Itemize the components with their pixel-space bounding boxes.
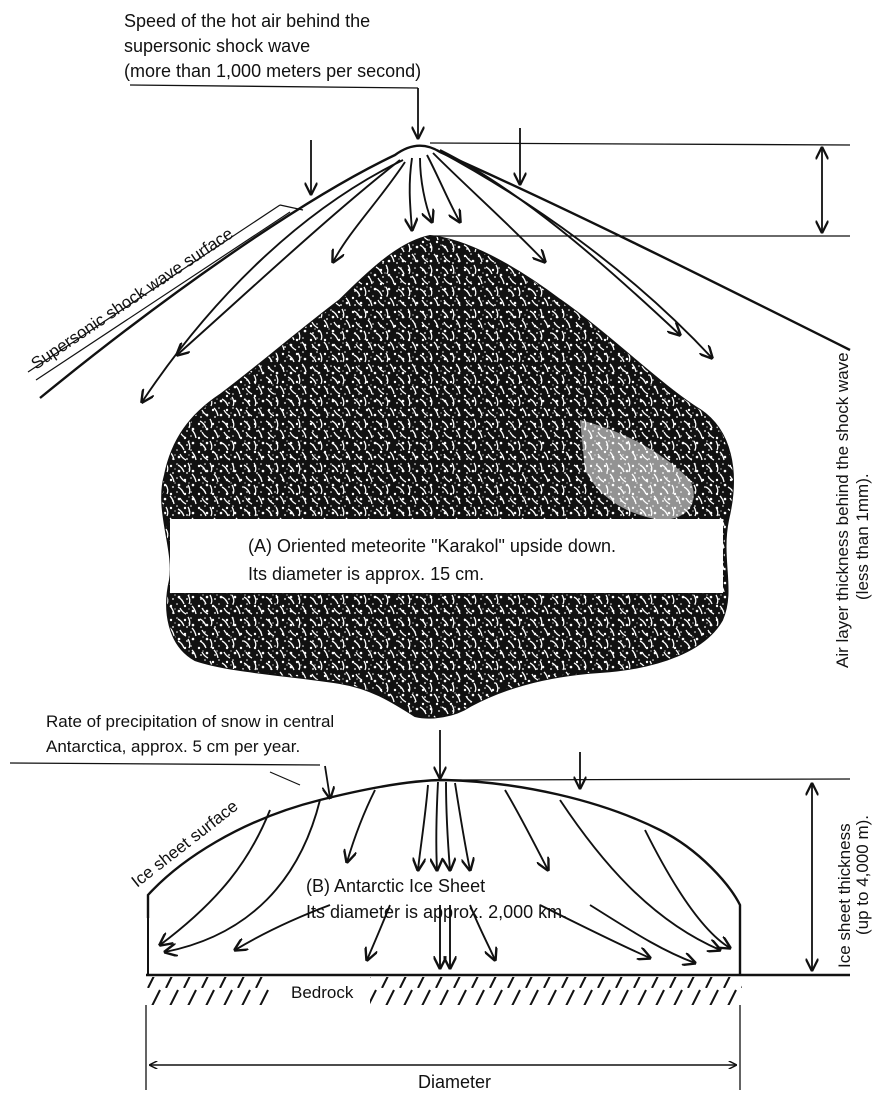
speed-leader-line	[130, 85, 418, 88]
ice-surface-leader	[270, 772, 300, 785]
diameter-label: Diameter	[418, 1072, 491, 1092]
speed-label-line2: supersonic shock wave	[124, 36, 310, 56]
meteorite-label-line1: (A) Oriented meteorite "Karakol" upside …	[248, 536, 616, 556]
ice-top-line	[445, 779, 850, 780]
ice-thickness-label-line1: Ice sheet thickness	[835, 823, 854, 968]
shock-surface-label: Supersonic shock wave surface	[28, 224, 237, 373]
air-layer-top-line	[430, 143, 850, 145]
ice-flow-arrows	[160, 782, 730, 968]
snow-arrow-left	[325, 766, 330, 798]
ice-surface-label: Ice sheet surface	[128, 796, 242, 891]
speed-label-line1: Speed of the hot air behind the	[124, 11, 370, 31]
bedrock-hatch	[146, 977, 742, 1005]
ice-sheet-label-line1: (B) Antarctic Ice Sheet	[306, 876, 485, 896]
ice-thickness-label-line2: (up to 4,000 m).	[853, 815, 872, 935]
ice-sheet-label-line2: Its diameter is approx. 2,000 km.	[306, 902, 567, 922]
meteorite-label-line2: Its diameter is approx. 15 cm.	[248, 564, 484, 584]
speed-label-line3: (more than 1,000 meters per second)	[124, 61, 421, 81]
snow-label-line1: Rate of precipitation of snow in central	[46, 712, 334, 731]
air-layer-label-line2: (less than 1mm).	[853, 473, 872, 600]
air-layer-label-line1: Air layer thickness behind the shock wav…	[833, 352, 852, 668]
snow-leader-line	[10, 763, 320, 765]
meteorite	[162, 236, 733, 718]
shock-surface-parallel-2	[36, 212, 290, 380]
bedrock-label: Bedrock	[291, 983, 354, 1002]
snow-label-line2: Antarctica, approx. 5 cm per year.	[46, 737, 300, 756]
